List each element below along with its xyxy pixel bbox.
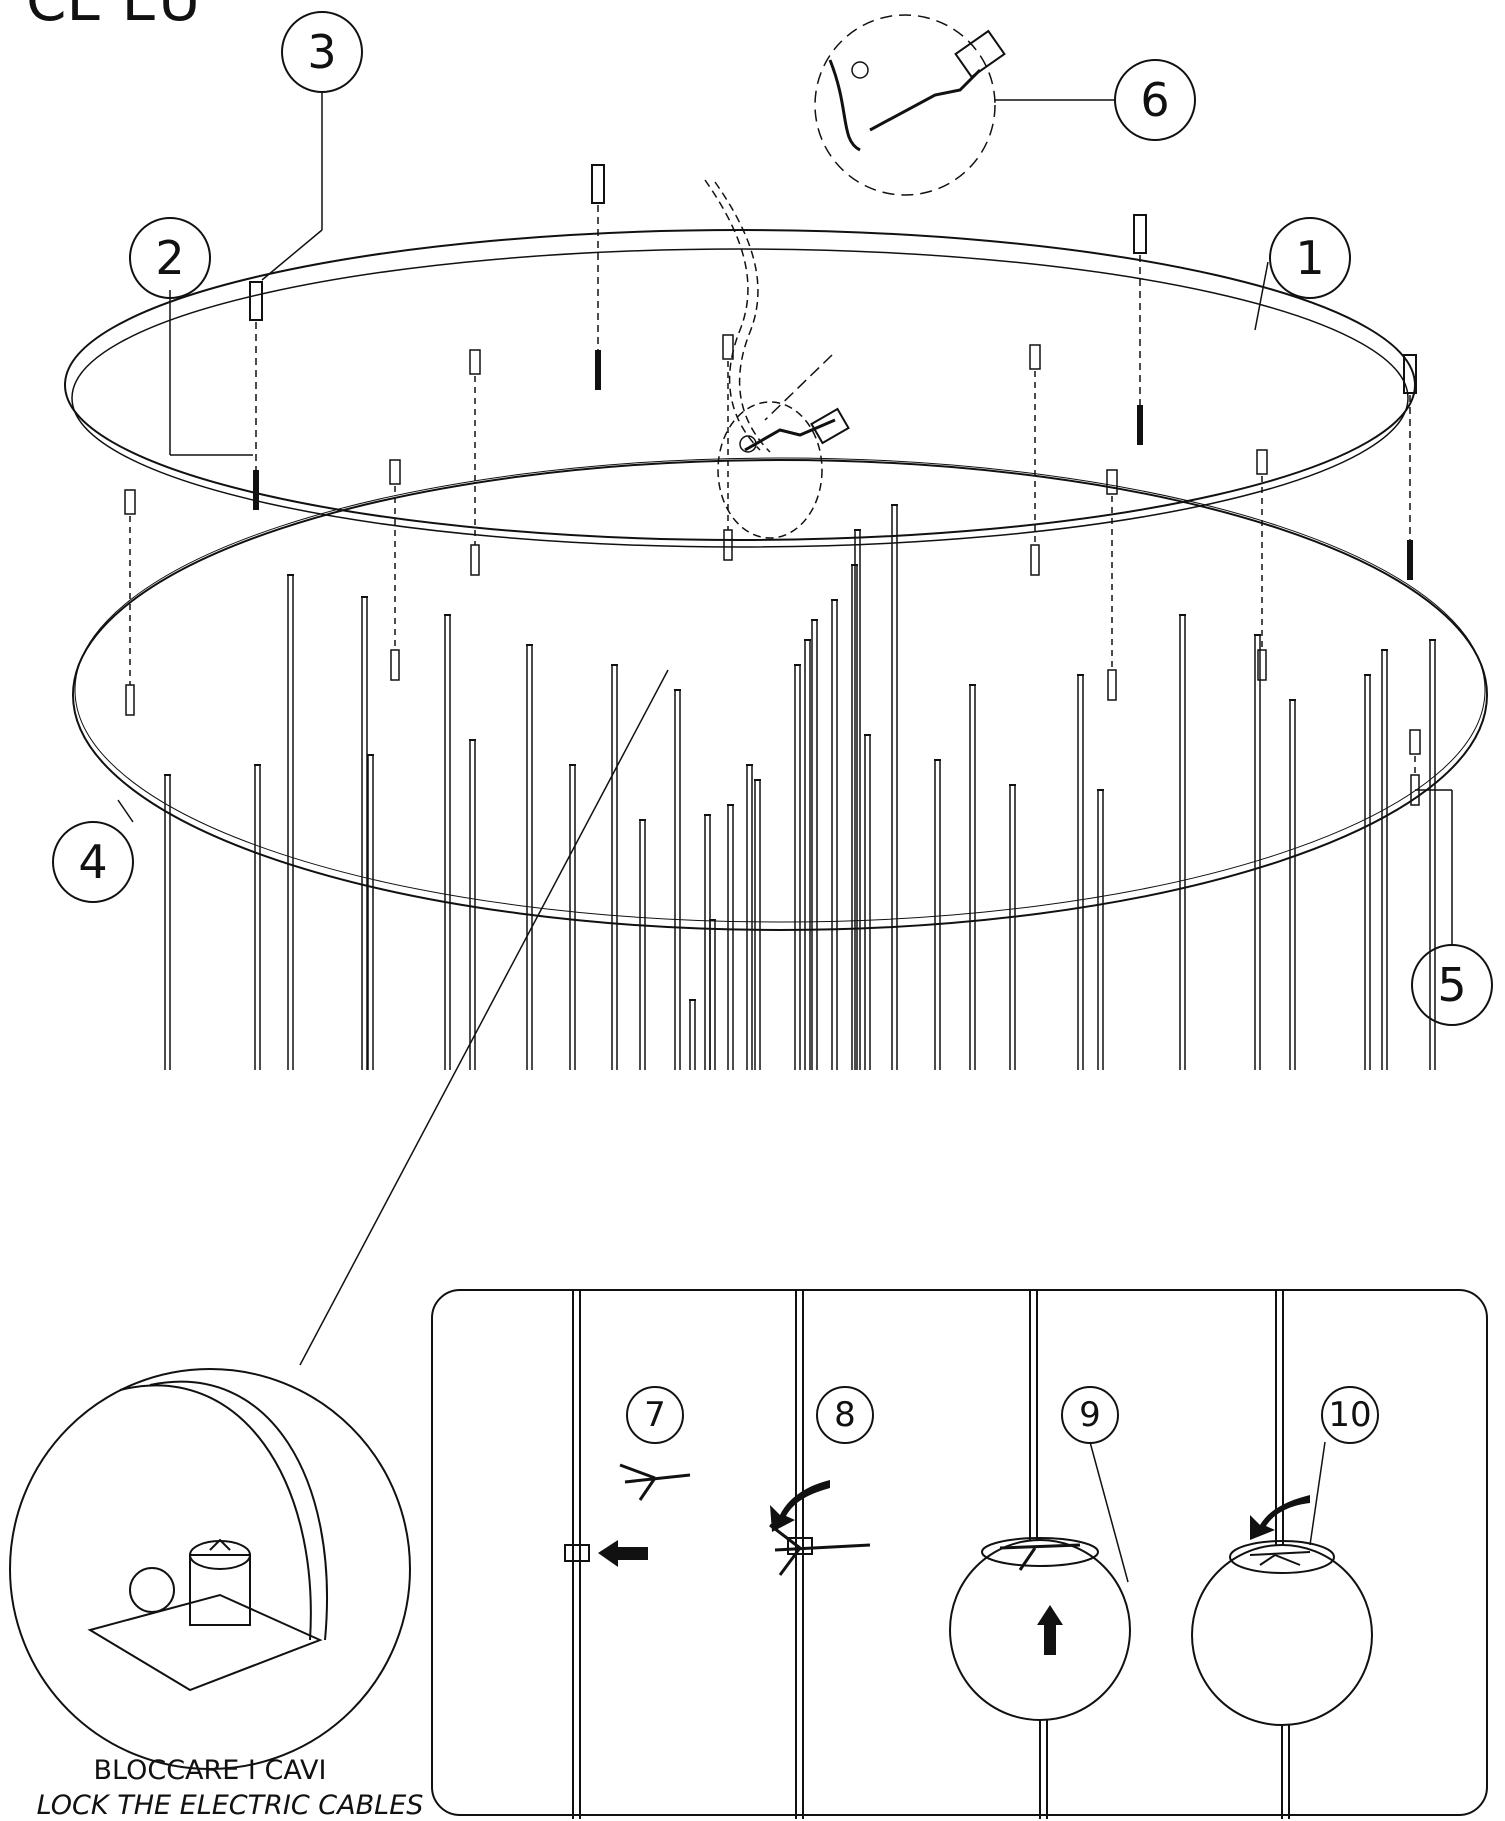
wall-anchors: [249, 164, 1417, 580]
spacer-post: [1409, 729, 1421, 755]
screw: [1030, 544, 1040, 576]
spacer-post: [722, 334, 734, 360]
ceiling-rim: [64, 229, 1416, 548]
arrow-left-icon: [598, 1540, 648, 1567]
callout-4: 4: [52, 821, 134, 903]
svg-text:1: 1: [1295, 231, 1324, 285]
callout-6: 6: [1114, 59, 1196, 141]
svg-text:4: 4: [78, 835, 107, 889]
svg-text:3: 3: [307, 25, 336, 79]
screw: [125, 684, 135, 716]
screw: [1257, 649, 1267, 681]
step-9: 9: [949, 1290, 1131, 1819]
wall-plug: [591, 164, 605, 204]
rotate-arrow-icon: [770, 1480, 830, 1532]
leader-lines: [117, 92, 1453, 1366]
svg-text:5: 5: [1437, 958, 1466, 1012]
screw: [1407, 540, 1413, 580]
spacer-post: [389, 459, 401, 485]
spacer-post: [1256, 449, 1268, 475]
step-panel: [431, 1289, 1488, 1816]
spacer-post: [124, 489, 136, 515]
screw: [1107, 669, 1117, 701]
arrow-up-icon: [1037, 1605, 1063, 1655]
ce-eu-mark: CE EU: [26, 0, 201, 34]
cable-lock-detail: [9, 1368, 411, 1770]
spacer-post: [1029, 344, 1041, 370]
wall-plug: [1133, 214, 1147, 254]
caption-it: BLOCCARE I CAVI: [93, 1755, 327, 1786]
spacer-post: [1106, 469, 1118, 495]
hanging-cables: [164, 504, 1436, 1070]
svg-text:7: 7: [644, 1395, 666, 1435]
svg-text:2: 2: [155, 231, 184, 285]
electrical-connection: [704, 179, 850, 539]
svg-text:10: 10: [1328, 1395, 1371, 1435]
screw: [390, 649, 400, 681]
wall-plug: [1403, 354, 1417, 394]
step-7: 7: [564, 1290, 691, 1819]
svg-text:9: 9: [1079, 1395, 1101, 1435]
rotate-arrow-icon: [1250, 1495, 1310, 1540]
spacer-posts: [124, 334, 1421, 806]
screw: [723, 529, 733, 561]
callout-3: 3: [281, 11, 363, 93]
screw: [470, 544, 480, 576]
svg-text:6: 6: [1140, 73, 1169, 127]
step-10: 10: [1191, 1290, 1379, 1819]
svg-text:8: 8: [834, 1395, 856, 1435]
callout-2: 2: [129, 217, 211, 299]
screw: [1137, 405, 1143, 445]
ground-symbol-icon: [739, 435, 757, 453]
connector-detail: [814, 14, 1115, 196]
canopy-disc: [72, 457, 1488, 931]
caption-en: LOCK THE ELECTRIC CABLES: [36, 1790, 424, 1821]
callout-group: 1 2 3 4 5 6: [52, 11, 1493, 1026]
step-8: 8: [769, 1290, 874, 1819]
screw: [253, 470, 259, 510]
callout-1: 1: [1269, 217, 1351, 299]
ground-symbol-icon: [851, 61, 869, 79]
screw: [595, 350, 601, 390]
wall-plug: [249, 281, 263, 321]
callout-5: 5: [1411, 944, 1493, 1026]
spacer-post: [469, 349, 481, 375]
